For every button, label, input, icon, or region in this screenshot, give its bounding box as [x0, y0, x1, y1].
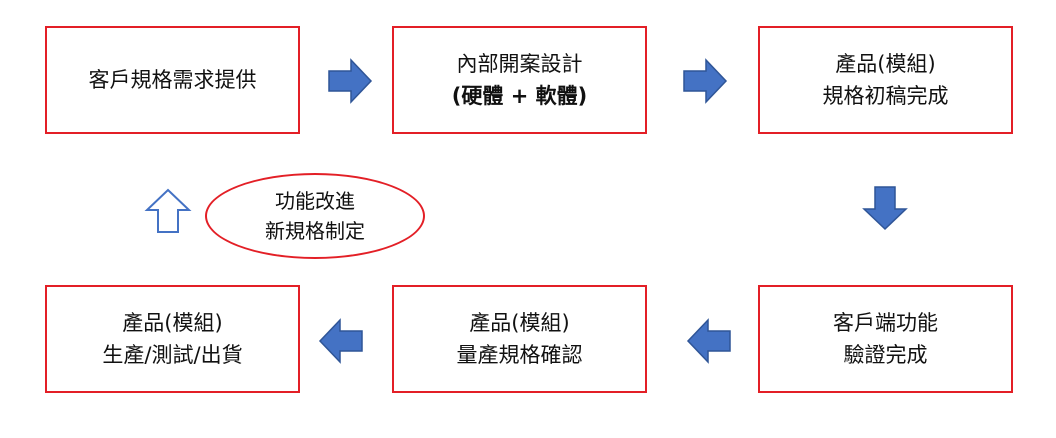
arrow-down-icon: [862, 186, 908, 231]
box-production: 產品(模組) 生產/測試/出貨: [45, 285, 300, 393]
box-label: 產品(模組): [469, 311, 570, 335]
arrow-up-outline-icon: [144, 188, 192, 233]
box-label: 產品(模組): [122, 311, 223, 335]
box-sublabel: 規格初稿完成: [822, 84, 949, 108]
box-customer-spec: 客戶規格需求提供: [45, 26, 300, 134]
box-sublabel: 生產/測試/出貨: [102, 343, 243, 367]
box-sublabel: 驗證完成: [843, 343, 928, 367]
box-mass-spec: 產品(模組) 量產規格確認: [392, 285, 647, 393]
arrow-left-icon: [318, 318, 363, 364]
oval-label: 功能改進: [275, 189, 355, 213]
box-label: 內部開案設計: [456, 52, 583, 76]
arrow-right-icon: [683, 58, 728, 104]
box-label: 客戶端功能: [833, 311, 938, 335]
oval-sublabel: 新規格制定: [265, 219, 365, 243]
box-label: 產品(模組): [835, 52, 936, 76]
feedback-oval: 功能改進 新規格制定: [205, 173, 425, 259]
box-sublabel: 量產規格確認: [456, 343, 583, 367]
arrow-left-icon: [686, 318, 731, 364]
box-internal-design: 內部開案設計 (硬體 + 軟體): [392, 26, 647, 134]
box-customer-verify: 客戶端功能 驗證完成: [758, 285, 1013, 393]
box-spec-draft: 產品(模組) 規格初稿完成: [758, 26, 1013, 134]
box-sublabel: (硬體 + 軟體): [451, 84, 588, 108]
box-label: 客戶規格需求提供: [88, 68, 257, 92]
arrow-right-icon: [328, 58, 373, 104]
